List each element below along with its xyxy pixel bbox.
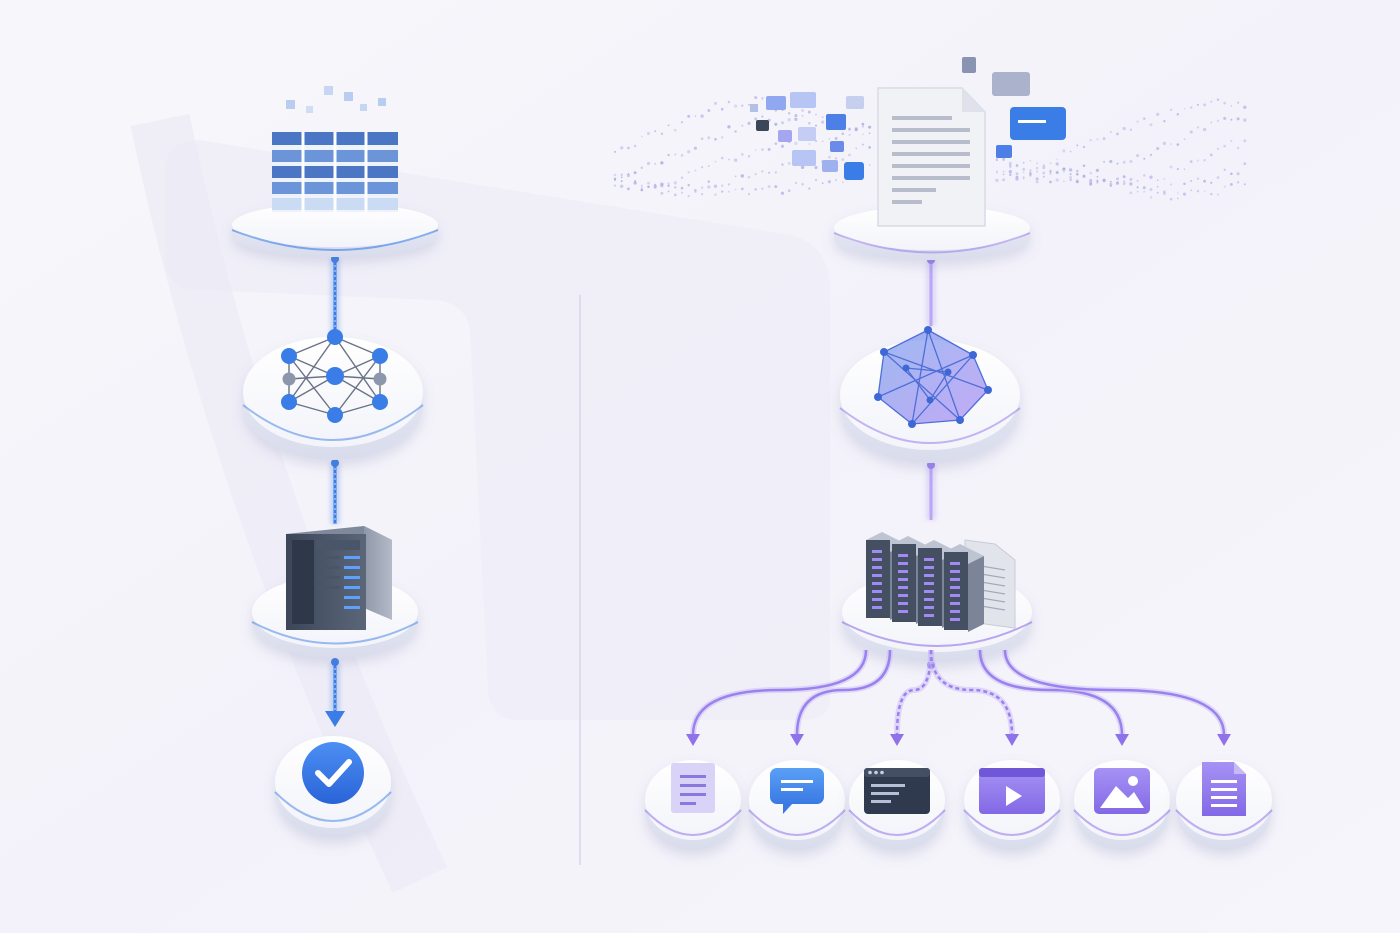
video-player-icon — [979, 768, 1045, 814]
file-output — [1175, 760, 1273, 850]
text-lines-icon — [671, 763, 715, 813]
stage-result — [274, 736, 392, 838]
file-icon — [1202, 762, 1246, 816]
table-grid-icon — [272, 86, 398, 212]
mesh-network-icon — [874, 326, 992, 428]
stage-server — [251, 526, 419, 658]
floating-messages — [750, 57, 1066, 180]
text-output — [644, 760, 742, 850]
server-cluster-icon — [866, 532, 1016, 632]
chat-output — [748, 760, 846, 850]
platform — [242, 337, 424, 460]
neural-network-icon — [281, 329, 388, 423]
stage-data-table — [231, 86, 439, 257]
stage-neural-network — [242, 329, 424, 460]
stage-mesh-network — [839, 326, 1021, 463]
document-icon — [877, 87, 986, 227]
stage-server-cluster — [841, 532, 1033, 662]
left-connectors — [325, 255, 345, 727]
stage-documents — [833, 87, 1031, 260]
code-output — [848, 760, 946, 850]
particle-wave — [613, 96, 1247, 201]
image-output — [1073, 760, 1171, 850]
output-nodes — [644, 760, 1273, 850]
output-arrows — [686, 649, 1231, 746]
platform — [231, 203, 439, 257]
code-window-icon — [864, 768, 930, 814]
image-icon — [1094, 768, 1150, 814]
left-pipeline — [231, 86, 439, 838]
chat-bubble-icon — [770, 768, 824, 814]
server-rack-icon — [286, 526, 392, 630]
video-output — [963, 760, 1061, 850]
checkmark-icon — [302, 742, 364, 804]
right-pipeline — [613, 57, 1273, 850]
